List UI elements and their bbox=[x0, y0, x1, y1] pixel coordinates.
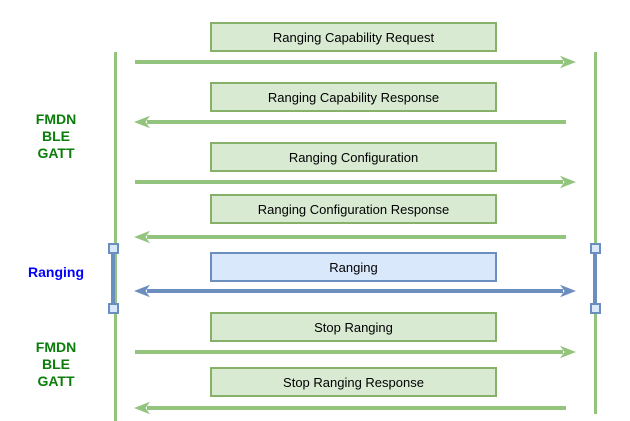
message-label: Ranging Configuration bbox=[288, 149, 419, 165]
message-box: Ranging Capability Response bbox=[210, 82, 497, 112]
message-box: Ranging Capability Request bbox=[210, 22, 497, 52]
message-arrow bbox=[134, 401, 577, 415]
message-box: Stop Ranging Response bbox=[210, 367, 497, 397]
label-line: FMDN bbox=[35, 339, 77, 355]
message-arrow bbox=[134, 230, 577, 244]
message-label: Stop Ranging bbox=[314, 319, 393, 335]
ranging-activation-right bbox=[593, 253, 597, 304]
message-arrow bbox=[134, 345, 577, 359]
lifeline-left bbox=[114, 52, 117, 421]
message-label: Ranging Capability Request bbox=[272, 29, 435, 45]
message-label: Ranging Capability Response bbox=[267, 89, 440, 105]
ranging-activation-left bbox=[111, 253, 115, 304]
label-line: Ranging bbox=[28, 264, 84, 280]
label-line: FMDN bbox=[35, 111, 77, 127]
arrow-shaft bbox=[135, 60, 563, 64]
arrow-shaft bbox=[147, 120, 566, 124]
arrow-shaft bbox=[135, 180, 563, 184]
message-arrow bbox=[134, 55, 577, 69]
arrow-shaft bbox=[147, 289, 563, 293]
activation-square-top-right bbox=[590, 243, 601, 254]
message-label: Stop Ranging Response bbox=[283, 374, 424, 390]
label-line: BLE bbox=[42, 356, 70, 372]
message-box: Stop Ranging bbox=[210, 312, 497, 342]
lifeline-right bbox=[594, 52, 597, 414]
activation-square-bottom-left bbox=[108, 303, 119, 314]
message-box: Ranging Configuration Response bbox=[210, 194, 497, 224]
section-label-ranging: Ranging bbox=[14, 264, 98, 281]
message-box: Ranging bbox=[210, 252, 497, 282]
message-arrow bbox=[134, 115, 577, 129]
activation-square-top-left bbox=[108, 243, 119, 254]
arrow-shaft bbox=[147, 235, 566, 239]
activation-square-bottom-right bbox=[590, 303, 601, 314]
section-label-fmdn-ble-gatt-top: FMDN BLE GATT bbox=[14, 111, 98, 162]
message-label: Ranging Configuration Response bbox=[257, 201, 450, 217]
message-label: Ranging bbox=[329, 259, 378, 275]
message-arrow bbox=[134, 175, 577, 189]
label-line: GATT bbox=[37, 145, 75, 161]
message-box: Ranging Configuration bbox=[210, 142, 497, 172]
section-label-fmdn-ble-gatt-bottom: FMDN BLE GATT bbox=[14, 339, 98, 390]
arrow-shaft bbox=[135, 350, 563, 354]
message-arrow bbox=[134, 284, 577, 298]
arrow-shaft bbox=[147, 406, 566, 410]
label-line: GATT bbox=[37, 373, 75, 389]
label-line: BLE bbox=[42, 128, 70, 144]
